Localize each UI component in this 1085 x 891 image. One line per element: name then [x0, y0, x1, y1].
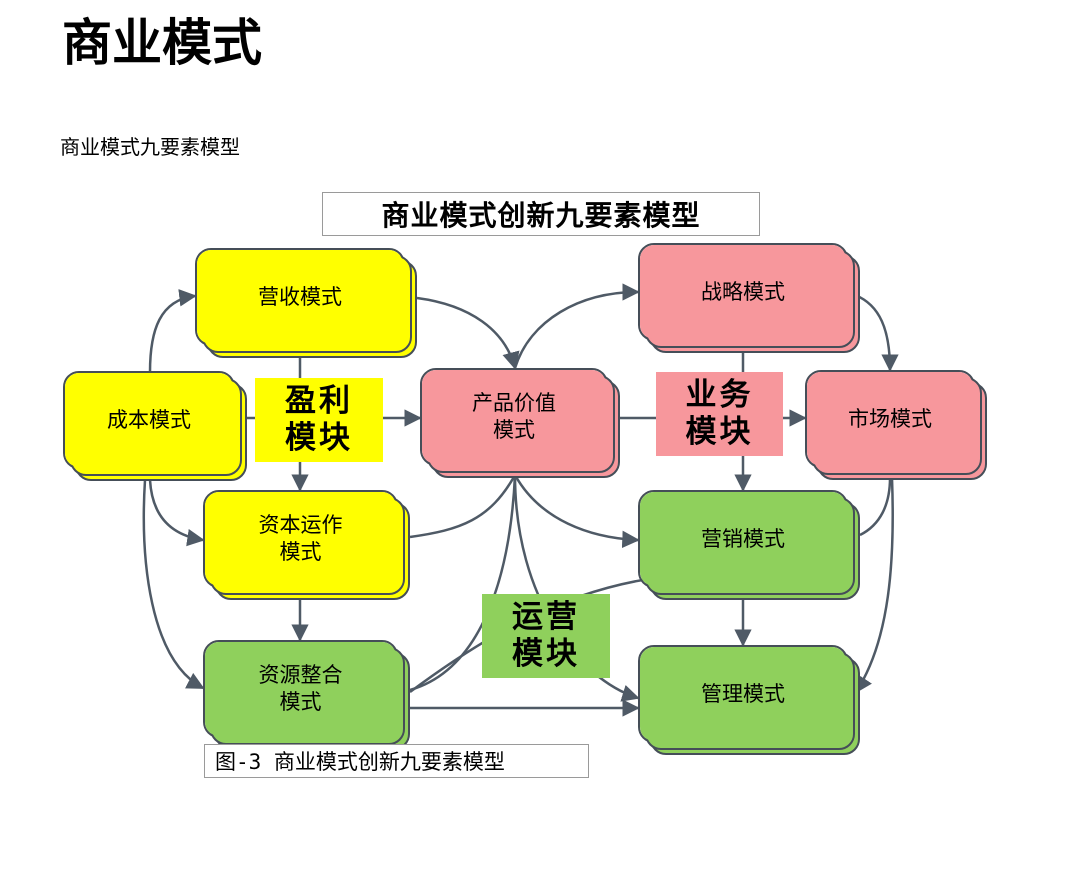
node-market-model-label: 市场模式 [807, 372, 973, 466]
connector-strategy-market [854, 293, 899, 372]
connector-cost-resource [142, 479, 205, 690]
diagram-title: 商业模式创新九要素模型 [322, 192, 760, 236]
page-title: 商业模式 [62, 13, 262, 72]
node-strategy-model: 战略模式 [638, 243, 860, 353]
node-resource-model-label: 资源整合 模式 [205, 642, 396, 736]
node-product-value-model: 产品价值 模式 [420, 368, 620, 478]
node-revenue-model: 营收模式 [195, 248, 417, 358]
node-management-model-label: 管理模式 [640, 647, 846, 741]
module-business-label: 业务 模块 [656, 372, 783, 456]
module-profit-label: 盈利 模块 [255, 378, 383, 462]
node-resource-model: 资源整合 模式 [203, 640, 410, 750]
connector-market-marketing [859, 477, 892, 537]
node-capital-model-label: 资本运作 模式 [205, 492, 396, 586]
node-cost-model: 成本模式 [63, 371, 247, 481]
node-management-model: 管理模式 [638, 645, 860, 755]
node-marketing-model-label: 营销模式 [640, 492, 846, 586]
module-operation-label: 运营 模块 [482, 594, 610, 678]
node-revenue-model-label: 营收模式 [197, 250, 403, 344]
node-product-value-model-label: 产品价值 模式 [422, 370, 606, 464]
connector-revenue-product [416, 296, 520, 370]
connector-cost-capital [148, 479, 205, 547]
connector-market-management [854, 477, 894, 694]
node-capital-model: 资本运作 模式 [203, 490, 410, 600]
page-subtitle: 商业模式九要素模型 [60, 135, 240, 159]
node-marketing-model: 营销模式 [638, 490, 860, 600]
connector-product-strategy [513, 283, 640, 369]
node-strategy-model-label: 战略模式 [640, 245, 846, 339]
node-cost-model-label: 成本模式 [65, 373, 233, 467]
connector-cost-revenue [148, 289, 197, 373]
connector-product-marketing [513, 474, 640, 549]
connector-product-capital [409, 474, 517, 539]
node-market-model: 市场模式 [805, 370, 987, 480]
diagram-caption: 图-3 商业模式创新九要素模型 [204, 744, 589, 778]
